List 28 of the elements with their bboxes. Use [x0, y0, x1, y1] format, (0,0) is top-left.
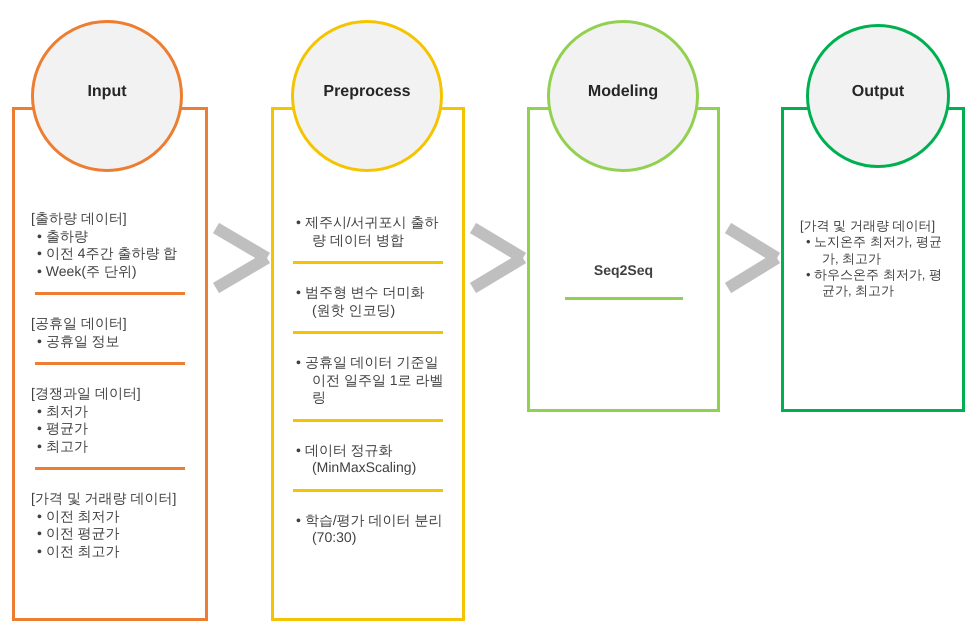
bullet-text: • 하우스온주 최저가, 평균가, 최고가	[806, 266, 943, 300]
bullet-text: • 이전 최고가	[37, 542, 121, 560]
section-heading: [출하량 데이터]	[31, 210, 128, 228]
bullet-text: • 최저가	[37, 402, 89, 420]
chevron-arrow	[467, 222, 529, 294]
bullet-text: • 공휴일 데이터 기준일 이전 일주일 1로 라벨링	[296, 354, 444, 406]
stage-panel	[271, 107, 465, 621]
bullet-text: • 이전 최저가	[37, 508, 121, 525]
stage-panel	[12, 107, 208, 621]
model-name: Seq2Seq	[594, 261, 654, 280]
section-heading: [가격 및 거래량 데이터]	[800, 218, 936, 234]
bullet-text: • 제주시/서귀포시 출하량 데이터 병합	[296, 214, 440, 249]
bullet-text: • 노지온주 최저가, 평균가, 최고가	[806, 234, 943, 267]
bullet-text: • 평균가	[37, 420, 89, 438]
section-heading: [가격 및 거래량 데이터]	[31, 490, 178, 508]
section-heading: [경쟁과일 데이터]	[31, 385, 142, 402]
bullet-text: • 이전 평균가	[37, 525, 121, 542]
section-heading: [공휴일 데이터]	[31, 315, 128, 332]
bullet-text: • 공휴일 정보	[37, 332, 121, 350]
bullet-text: • 학습/평가 데이터 분리 (70:30)	[296, 512, 444, 546]
chevron-arrow	[210, 222, 273, 294]
chevron-arrow	[722, 222, 783, 294]
bullet-text: • 범주형 변수 더미화 (원핫 인코딩)	[296, 284, 426, 319]
bullet-text: • Week(주 단위)	[37, 262, 138, 280]
bullet-text: • 데이터 정규화 (MinMaxScaling)	[296, 442, 418, 476]
bullet-text: • 이전 4주간 출하량 합	[37, 245, 178, 262]
bullet-text: • 최고가	[37, 438, 89, 455]
bullet-text: • 출하량	[37, 228, 89, 245]
